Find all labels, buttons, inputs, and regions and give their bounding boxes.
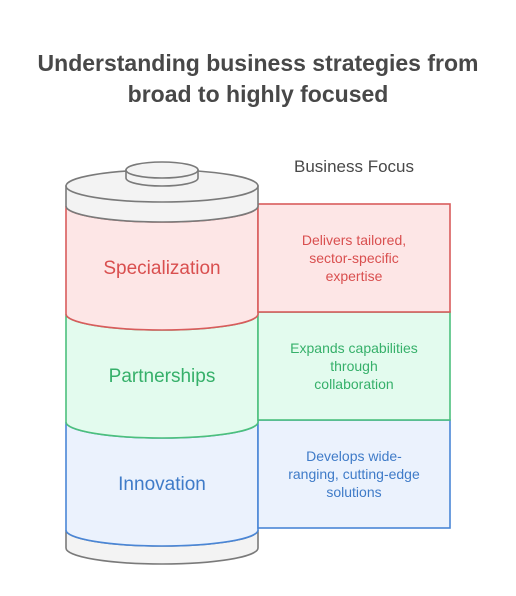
description-line: expertise bbox=[325, 268, 383, 284]
layer-label-innovation: Innovation bbox=[118, 474, 206, 495]
description-line: Develops wide- bbox=[306, 448, 402, 464]
layer-label-partnerships: Partnerships bbox=[108, 366, 216, 387]
title-line-1: Understanding business strategies from bbox=[37, 50, 479, 76]
description-line: ranging, cutting-edge bbox=[288, 466, 420, 482]
description-box-specialization bbox=[257, 203, 451, 313]
description-line: Delivers tailored, bbox=[301, 232, 407, 248]
legend-title: Business Focus bbox=[294, 157, 414, 176]
description-box-partnerships bbox=[257, 311, 451, 421]
description-innovation: Develops wide- ranging, cutting-edge sol… bbox=[262, 420, 446, 528]
layer-label-specialization: Specialization bbox=[103, 258, 221, 279]
description-line: solutions bbox=[326, 484, 382, 500]
page-title: Understanding business strategies from b… bbox=[0, 48, 516, 110]
description-line: Expands capabilities bbox=[290, 340, 418, 356]
description-box-innovation bbox=[257, 419, 451, 529]
title-line-2: broad to highly focused bbox=[127, 81, 389, 107]
description-line: collaboration bbox=[314, 376, 394, 392]
description-partnerships: Expands capabilities through collaborati… bbox=[262, 312, 446, 420]
top-knob-surface bbox=[125, 161, 199, 179]
description-line: through bbox=[330, 358, 378, 374]
description-specialization: Delivers tailored, sector-specific exper… bbox=[262, 204, 446, 312]
description-line: sector-specific bbox=[309, 250, 399, 266]
